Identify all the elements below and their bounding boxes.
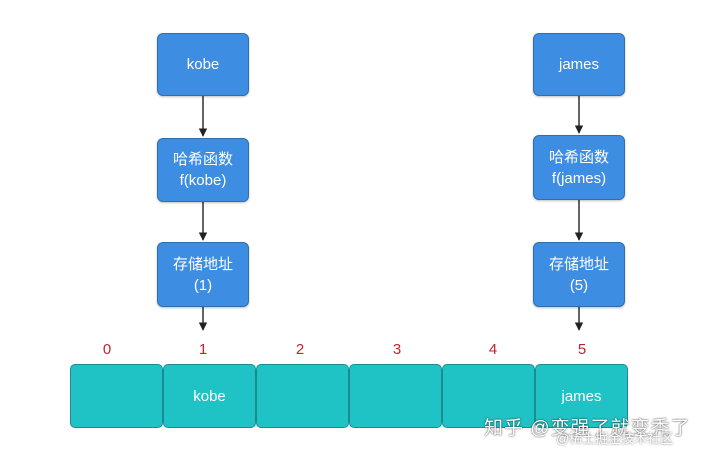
hash-function-box-kobe: 哈希函数 f(kobe) bbox=[157, 138, 249, 202]
key-box-james: james bbox=[533, 33, 625, 96]
array-index: 3 bbox=[392, 341, 402, 358]
storage-address-box-kobe: 存储地址 (1) bbox=[157, 242, 249, 307]
array-index: 2 bbox=[295, 341, 305, 358]
array-cell bbox=[70, 364, 163, 428]
key-label-james: james bbox=[558, 56, 599, 73]
hash-function-title: 哈希函数 bbox=[172, 151, 233, 168]
array-cell: kobe bbox=[163, 364, 256, 428]
hash-function-title: 哈希函数 bbox=[548, 148, 609, 166]
storage-address-title: 存储地址 bbox=[172, 255, 233, 273]
storage-address-title: 存储地址 bbox=[548, 255, 609, 273]
storage-address-box-james: 存储地址 (5) bbox=[533, 242, 625, 307]
array-cell bbox=[256, 364, 349, 428]
array-index: 5 bbox=[577, 341, 587, 358]
hash-function-box-james: 哈希函数 f(james) bbox=[533, 135, 625, 200]
array-index: 4 bbox=[488, 341, 498, 358]
watermark-text: 知乎 @变强了就变秃了 bbox=[484, 418, 691, 439]
key-box-kobe: kobe bbox=[157, 33, 249, 96]
storage-address-value: (5) bbox=[569, 276, 589, 294]
hash-function-call: f(james) bbox=[551, 169, 607, 187]
array-cell bbox=[349, 364, 442, 428]
array-cell bbox=[442, 364, 535, 428]
storage-address-value: (1) bbox=[193, 276, 213, 294]
hash-function-call: f(kobe) bbox=[179, 172, 227, 189]
array-index: 0 bbox=[102, 341, 112, 358]
watermark-subtext: @稀土掘金技术社区 bbox=[556, 431, 674, 446]
array-index: 1 bbox=[198, 341, 208, 358]
key-label-kobe: kobe bbox=[186, 56, 220, 73]
array-cell: james bbox=[535, 364, 628, 428]
